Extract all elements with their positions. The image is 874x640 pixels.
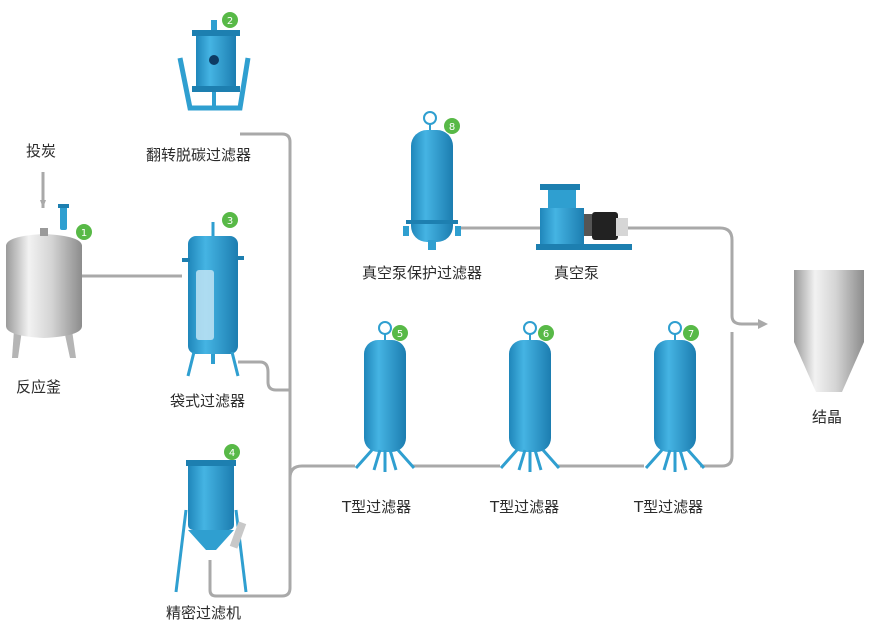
feed-arrow bbox=[40, 200, 46, 208]
precision-filter-vessel bbox=[174, 460, 248, 593]
main-to-t1-pipe bbox=[288, 464, 355, 479]
t-filter-2-vessel bbox=[499, 321, 561, 472]
label-input-carbon: 投炭 bbox=[26, 142, 57, 160]
bag-filter-vessel bbox=[182, 222, 244, 377]
pipes bbox=[41, 132, 760, 598]
vacuum-protect-filter-vessel bbox=[403, 111, 461, 250]
badge-7: 7 bbox=[683, 325, 699, 341]
badge-1-text: 1 bbox=[81, 228, 87, 239]
badge-3-text: 3 bbox=[227, 216, 233, 227]
label-bag-filter: 袋式过滤器 bbox=[170, 392, 246, 410]
badge-3: 3 bbox=[222, 212, 238, 228]
badge-2: 2 bbox=[222, 12, 238, 28]
badge-8-text: 8 bbox=[449, 122, 455, 133]
badge-4: 4 bbox=[224, 444, 240, 460]
label-crystallization: 结晶 bbox=[812, 408, 843, 426]
vacuum-pump-machine bbox=[536, 184, 632, 250]
label-flip-filter: 翻转脱碳过滤器 bbox=[146, 146, 252, 164]
badge-8: 8 bbox=[444, 118, 460, 134]
label-reactor: 反应釜 bbox=[16, 378, 62, 396]
t-filter-3-vessel bbox=[644, 321, 706, 472]
badge-6: 6 bbox=[538, 325, 554, 341]
reactor-vessel bbox=[6, 204, 82, 358]
bag-outlet-pipe bbox=[238, 360, 290, 392]
t-filter-1-vessel bbox=[354, 321, 416, 472]
pump-to-crystallizer-pipe bbox=[628, 226, 760, 326]
badge-5-text: 5 bbox=[397, 329, 403, 340]
t3-riser-pipe bbox=[700, 332, 734, 468]
label-t-filter-3: T型过滤器 bbox=[634, 498, 704, 516]
label-vacuum-pump: 真空泵 bbox=[554, 264, 600, 282]
label-t-filter-2: T型过滤器 bbox=[490, 498, 560, 516]
badge-5: 5 bbox=[392, 325, 408, 341]
badge-6-text: 6 bbox=[543, 329, 549, 340]
badge-2-text: 2 bbox=[227, 16, 233, 27]
label-t-filter-1: T型过滤器 bbox=[342, 498, 412, 516]
flip-filter-vessel bbox=[177, 20, 251, 111]
badge-7-text: 7 bbox=[688, 329, 694, 340]
label-precision-filter: 精密过滤机 bbox=[166, 604, 242, 622]
crystallizer-vessel bbox=[794, 270, 864, 392]
crystallizer-arrow bbox=[758, 319, 768, 329]
badge-4-text: 4 bbox=[229, 448, 235, 459]
badge-1: 1 bbox=[76, 224, 92, 240]
label-vacuum-protect-filter: 真空泵保护过滤器 bbox=[362, 264, 483, 282]
main-return-pipe bbox=[208, 132, 292, 598]
